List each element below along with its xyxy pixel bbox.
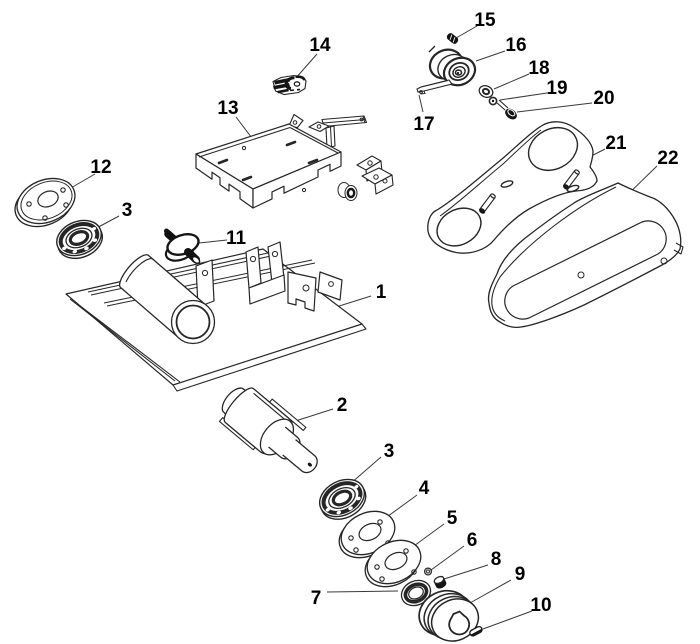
svg-text:18: 18: [528, 58, 549, 79]
svg-text:16: 16: [505, 35, 526, 56]
svg-text:19: 19: [546, 78, 567, 99]
svg-text:4: 4: [419, 478, 430, 499]
svg-text:17: 17: [413, 114, 434, 135]
svg-text:6: 6: [467, 530, 478, 551]
svg-text:1: 1: [376, 282, 387, 303]
svg-text:2: 2: [337, 395, 348, 416]
svg-text:21: 21: [605, 133, 627, 154]
svg-text:13: 13: [217, 98, 238, 119]
svg-text:20: 20: [593, 88, 614, 109]
svg-text:7: 7: [311, 588, 322, 609]
svg-text:11: 11: [226, 228, 247, 249]
svg-text:15: 15: [474, 10, 496, 31]
svg-text:9: 9: [515, 564, 526, 585]
svg-text:12: 12: [90, 157, 111, 178]
svg-text:3: 3: [384, 441, 395, 462]
svg-text:22: 22: [657, 148, 678, 169]
svg-text:10: 10: [530, 595, 551, 616]
svg-text:8: 8: [491, 549, 502, 570]
svg-text:3: 3: [122, 200, 133, 221]
svg-text:14: 14: [309, 35, 331, 56]
svg-text:5: 5: [447, 508, 458, 529]
